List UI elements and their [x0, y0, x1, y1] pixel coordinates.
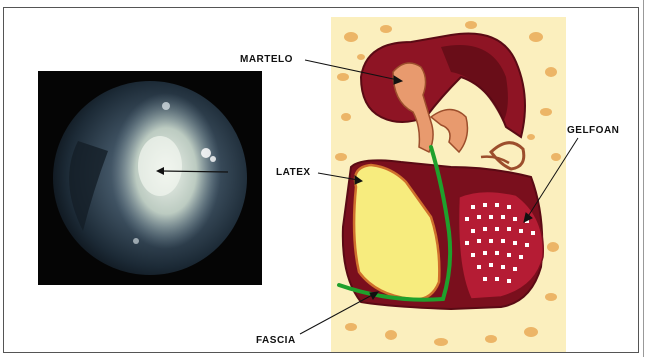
martelo-label: MARTELO — [240, 54, 293, 65]
fascia-label: FASCIA — [256, 335, 296, 346]
latex-label: LATEX — [276, 167, 311, 178]
gelfoan-label: GELFOAN — [567, 125, 619, 136]
